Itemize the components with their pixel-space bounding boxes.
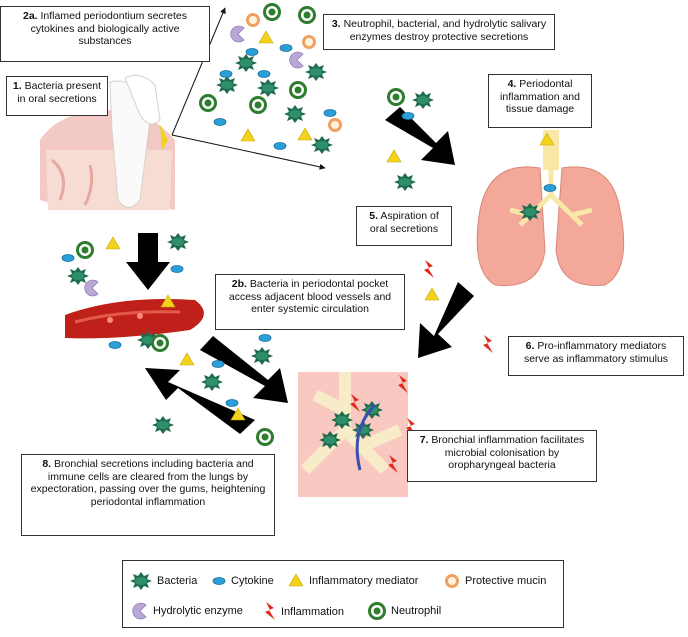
blood-vessel-illustration — [65, 299, 204, 339]
cytokine-icon — [212, 577, 226, 585]
step-2a-box: 2a. Inflamed periodontium secretes cytok… — [0, 6, 210, 62]
tooth-illustration — [40, 74, 175, 210]
lightning-icon — [265, 602, 275, 620]
triangle-icon — [288, 573, 304, 587]
step-3-box: 3. Neutrophil, bacterial, and hydrolytic… — [323, 14, 555, 50]
bronchus-illustration — [298, 372, 416, 497]
step-5-box: 5. Aspiration of oral secretions — [356, 206, 452, 246]
legend-item-cytokine: Cytokine — [211, 571, 274, 591]
enzyme-icon — [132, 602, 147, 620]
flow-arrows — [126, 107, 474, 434]
step-6-box: 6. Pro-inflammatory mediators serve as i… — [508, 336, 684, 376]
neutrophil-icon — [368, 602, 386, 620]
legend-item-bacteria: Bacteria — [129, 571, 197, 591]
bacteria-icon — [130, 572, 152, 590]
step-8-box: 8. Bronchial secretions including bacter… — [21, 454, 275, 536]
legend-item-mediator: Inflammatory mediator — [287, 571, 418, 591]
legend-item-inflammation: Inflammation — [261, 601, 344, 623]
step-2b-box: 2b. Bacteria in periodontal pocket acces… — [215, 274, 405, 330]
legend-item-mucin: Protective mucin — [443, 571, 546, 591]
lungs-illustration — [476, 130, 625, 287]
legend: Bacteria Cytokine Inflammatory mediator … — [122, 560, 564, 628]
step-7-box: 7. Bronchial inflammation facilitates mi… — [407, 430, 597, 482]
step-1-box: 1. Bacteria present in oral secretions — [6, 76, 108, 116]
legend-item-enzyme: Hydrolytic enzyme — [131, 601, 243, 621]
mucin-icon — [445, 574, 459, 588]
legend-item-neutrophil: Neutrophil — [367, 601, 441, 621]
step-4-box: 4. Periodontal inflammation and tissue d… — [488, 74, 592, 128]
